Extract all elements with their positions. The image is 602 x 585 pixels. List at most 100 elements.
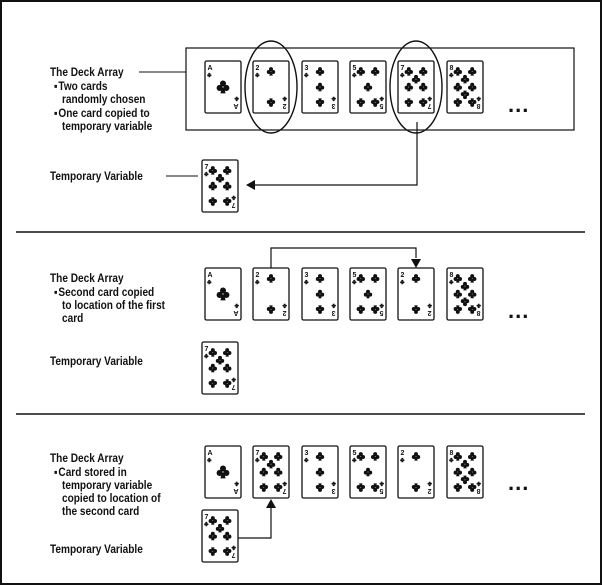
club-pip-icon [411, 274, 421, 283]
club-pip-icon [315, 483, 325, 492]
panel-2-deck-card-3: 33 [301, 267, 339, 321]
selected-card-highlight-2 [389, 40, 443, 134]
club-pip-icon [207, 72, 212, 78]
card-rank-top: 7 [205, 346, 209, 353]
card-outline [301, 267, 339, 321]
card-rank-bottom: 3 [332, 102, 336, 109]
panel-1-deck-card-4: 55 [349, 60, 387, 114]
card-rank-top: 8 [450, 272, 454, 279]
card-rank-top: 7 [256, 450, 260, 457]
club-pip-icon [223, 516, 232, 525]
card-outline [446, 60, 484, 114]
club-pip-icon [460, 281, 470, 291]
deck-array-box [185, 47, 575, 131]
club-pip-icon [449, 279, 454, 285]
club-pip-icon [223, 547, 232, 556]
card-rank-bottom: 8 [477, 102, 481, 109]
card-rank-top: 3 [305, 450, 309, 457]
club-pip-icon [315, 289, 325, 299]
card-outline [446, 445, 484, 499]
panel-3-bullet-1-line-4: the second card [62, 504, 140, 518]
club-pip-icon [379, 96, 384, 102]
club-pip-icon [208, 547, 217, 556]
club-pip-icon [208, 166, 217, 175]
club-pip-icon [266, 98, 276, 107]
panel-1-deck-card-3: 33 [301, 60, 339, 114]
club-pip-icon [282, 96, 287, 102]
club-pip-icon [468, 289, 477, 299]
club-pip-icon [208, 531, 217, 541]
club-pip-icon [460, 475, 470, 485]
card-rank-bottom: 7 [283, 487, 287, 494]
card-rank-bottom: 3 [332, 309, 336, 316]
panel-2-deck-card-1: AA [204, 267, 242, 321]
panel-3-temp-label: Temporary Variable [50, 542, 143, 556]
club-pip-icon [400, 457, 405, 463]
club-pip-icon [476, 96, 481, 102]
club-pip-icon [215, 523, 225, 533]
card-rank-bottom: 5 [380, 487, 384, 494]
card-rank-top: 2 [256, 65, 260, 72]
card-outline [201, 159, 239, 213]
club-pip-icon [468, 98, 477, 107]
club-pip-icon [427, 481, 432, 487]
panel-2-bullet-1-line-3: card [62, 311, 84, 325]
card-rank-bottom: A [233, 487, 238, 494]
club-pip-icon [468, 452, 477, 461]
club-pip-icon [223, 166, 232, 175]
club-pip-icon [371, 98, 380, 107]
club-pip-icon [371, 483, 380, 492]
club-pip-icon [208, 516, 217, 525]
club-pip-icon [215, 355, 225, 365]
club-pip-icon [460, 74, 470, 84]
club-pip-icon [356, 452, 365, 461]
club-pip-icon [356, 483, 365, 492]
club-pip-icon [223, 181, 232, 191]
card-outline [349, 60, 387, 114]
panel-1-copy-arrowhead [246, 180, 255, 190]
card-rank-bottom: A [233, 102, 238, 109]
club-pip-icon [400, 279, 405, 285]
club-pip-icon [453, 98, 462, 107]
club-pip-icon [274, 452, 283, 461]
club-pip-icon [468, 467, 477, 477]
club-pip-icon [411, 305, 421, 314]
panel-3-bullet-1-line-3: copied to location of [62, 491, 161, 505]
club-pip-icon [453, 467, 462, 477]
club-pip-icon [234, 96, 239, 102]
panel-2-bullet-1-line-1: Second card copied [54, 286, 154, 299]
card-rank-bottom: 7 [232, 201, 236, 208]
panel-2-deck-card-5: 22 [397, 267, 435, 321]
card-outline [349, 267, 387, 321]
club-pip-icon [400, 72, 405, 78]
club-pip-icon [304, 72, 309, 78]
club-pip-icon [266, 67, 276, 76]
panel-3-bullet-1-line-2: temporary variable [62, 478, 153, 492]
club-pip-icon [255, 72, 260, 78]
club-pip-icon [379, 481, 384, 487]
card-rank-bottom: 3 [332, 487, 336, 494]
card-outline [349, 445, 387, 499]
panel-1-deck-card-5: 77 [397, 60, 435, 114]
panel-3-deck-card-2: 77 [252, 445, 290, 499]
club-pip-icon [419, 67, 428, 76]
card-rank-bottom: 8 [477, 309, 481, 316]
club-pip-icon [460, 90, 470, 100]
panel-1-ellipsis: ... [508, 92, 530, 117]
club-pip-icon [207, 457, 212, 463]
club-pip-icon [204, 353, 209, 359]
club-pip-icon [363, 467, 373, 477]
panel-3-temp-card: 77 [201, 509, 239, 563]
club-pip-icon [404, 98, 413, 107]
panel-3-copy-arrowhead [266, 499, 276, 508]
club-pip-icon [352, 72, 357, 78]
club-pip-icon [215, 173, 225, 183]
card-outline [201, 341, 239, 395]
panel-3-deck-card-3: 33 [301, 445, 339, 499]
club-pip-icon [468, 274, 477, 283]
panel-1-bullet-2-line-1: One card copied to [54, 107, 149, 120]
club-pip-icon [468, 483, 477, 492]
card-layer: AA223355778877AA223355228877AA7733552288… [201, 60, 484, 563]
club-pip-icon [208, 363, 217, 373]
card-rank-top: A [208, 272, 213, 279]
